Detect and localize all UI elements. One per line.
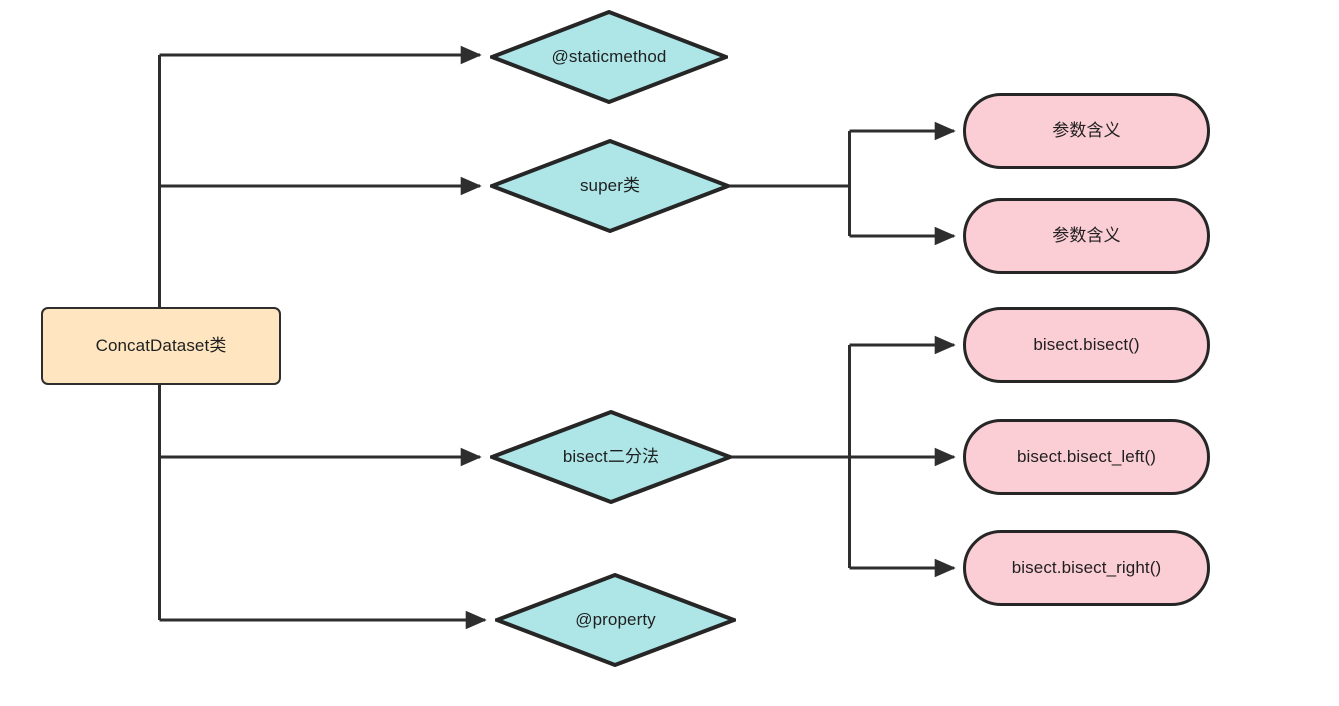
node-param-meaning-1-label: 参数含义 <box>1052 120 1121 140</box>
diamond-shape-bisect <box>490 410 732 504</box>
node-bisect-bisect-right-label: bisect.bisect_right() <box>1011 557 1162 577</box>
node-param-meaning-1[interactable]: 参数含义 <box>963 93 1210 169</box>
node-staticmethod-label: @staticmethod <box>551 46 667 66</box>
node-param-meaning-2[interactable]: 参数含义 <box>963 198 1210 274</box>
node-bisect-bisect-right[interactable]: bisect.bisect_right() <box>963 530 1210 606</box>
node-bisect-bisect-left-label: bisect.bisect_left() <box>1017 446 1156 466</box>
node-bisect-bisect[interactable]: bisect.bisect() <box>963 307 1210 383</box>
node-property[interactable]: @property <box>495 573 736 667</box>
node-bisect-bisect-left[interactable]: bisect.bisect_left() <box>963 419 1210 495</box>
diamond-shape-super <box>490 139 730 233</box>
node-concat-dataset[interactable]: ConcatDataset类 <box>41 307 281 385</box>
node-staticmethod[interactable]: @staticmethod <box>490 10 728 104</box>
node-super[interactable]: super类 <box>490 139 730 233</box>
node-bisect-bisect-label: bisect.bisect() <box>1033 334 1140 354</box>
diamond-shape-staticmethod <box>490 10 728 104</box>
node-param-meaning-2-label: 参数含义 <box>1052 225 1121 245</box>
node-super-label: super类 <box>579 175 641 195</box>
diamond-shape-property <box>495 573 736 667</box>
node-bisect[interactable]: bisect二分法 <box>490 410 732 504</box>
node-bisect-label: bisect二分法 <box>562 446 660 466</box>
node-concat-dataset-label: ConcatDataset类 <box>95 335 227 355</box>
node-property-label: @property <box>575 609 656 629</box>
